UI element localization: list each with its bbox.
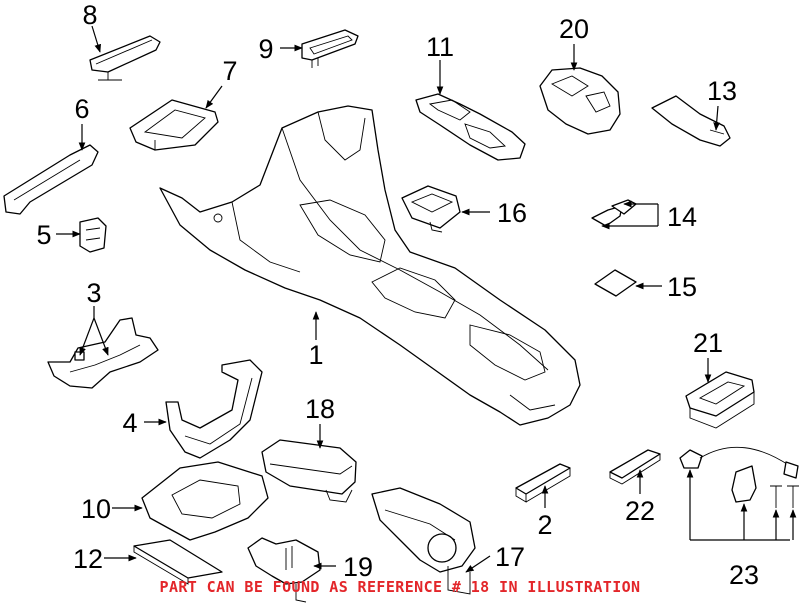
callout-9: 9 — [258, 34, 273, 64]
callout-14: 14 — [667, 202, 697, 232]
callout-3: 3 — [86, 278, 101, 308]
callout-13: 13 — [707, 76, 737, 106]
part-16-switch-unit — [401, 185, 461, 233]
part-9-tray — [301, 29, 359, 68]
part-1-center-console — [159, 105, 581, 426]
part-13-trim-cover — [651, 95, 731, 147]
reference-note: PART CAN BE FOUND AS REFERENCE # 18 IN I… — [159, 578, 641, 596]
callout-19: 19 — [343, 552, 373, 582]
callout-1: 1 — [308, 340, 323, 370]
part-21-storage-insert — [685, 371, 755, 429]
callout-18: 18 — [305, 394, 335, 424]
part-23-harness-and-bolts — [679, 446, 799, 508]
part-10-shift-bezel — [141, 461, 269, 541]
leader-lines — [56, 25, 797, 573]
part-20-cup-holder — [539, 67, 621, 135]
callout-5: 5 — [36, 220, 51, 250]
part-19-latch-bracket — [247, 537, 321, 603]
callout-20: 20 — [559, 14, 589, 44]
callout-8: 8 — [82, 0, 97, 30]
part-15-pad — [594, 269, 637, 297]
part-7-switch-panel — [129, 99, 219, 151]
part-3-bracket — [47, 317, 159, 389]
callout-16: 16 — [497, 198, 527, 228]
part-8-lid — [89, 35, 161, 81]
leader-7 — [205, 85, 223, 109]
leader-13 — [713, 105, 720, 131]
part-2-trim-strip — [515, 463, 571, 503]
callout-2: 2 — [537, 510, 552, 540]
part-5-clip — [79, 217, 107, 253]
part-12-trim-panel — [133, 539, 223, 585]
leader-8 — [91, 25, 101, 53]
part-22-trim-strip — [609, 449, 661, 485]
callout-23: 23 — [729, 560, 759, 590]
callout-7: 7 — [222, 56, 237, 86]
leader-3a — [79, 317, 95, 356]
part-4-support-bracket — [165, 359, 263, 459]
callout-12: 12 — [73, 544, 103, 574]
callout-17: 17 — [495, 542, 525, 572]
part-17-armrest-base — [371, 487, 476, 595]
leader-3b — [93, 317, 109, 356]
part-6-side-trim — [3, 144, 99, 215]
part-18-armrest-lid — [261, 439, 357, 503]
callout-15: 15 — [667, 272, 697, 302]
callout-4: 4 — [122, 408, 137, 438]
leader-14-bracket — [604, 203, 659, 227]
callout-22: 22 — [625, 496, 655, 526]
callout-11: 11 — [426, 32, 454, 62]
callout-21: 21 — [693, 328, 723, 358]
callout-labels: 1 2 3 4 5 6 7 8 9 10 11 12 13 14 15 16 1… — [36, 0, 759, 590]
callout-10: 10 — [81, 494, 111, 524]
part-11-cupholder-trim — [415, 93, 526, 161]
callout-6: 6 — [74, 94, 89, 124]
leader-17 — [465, 555, 491, 573]
